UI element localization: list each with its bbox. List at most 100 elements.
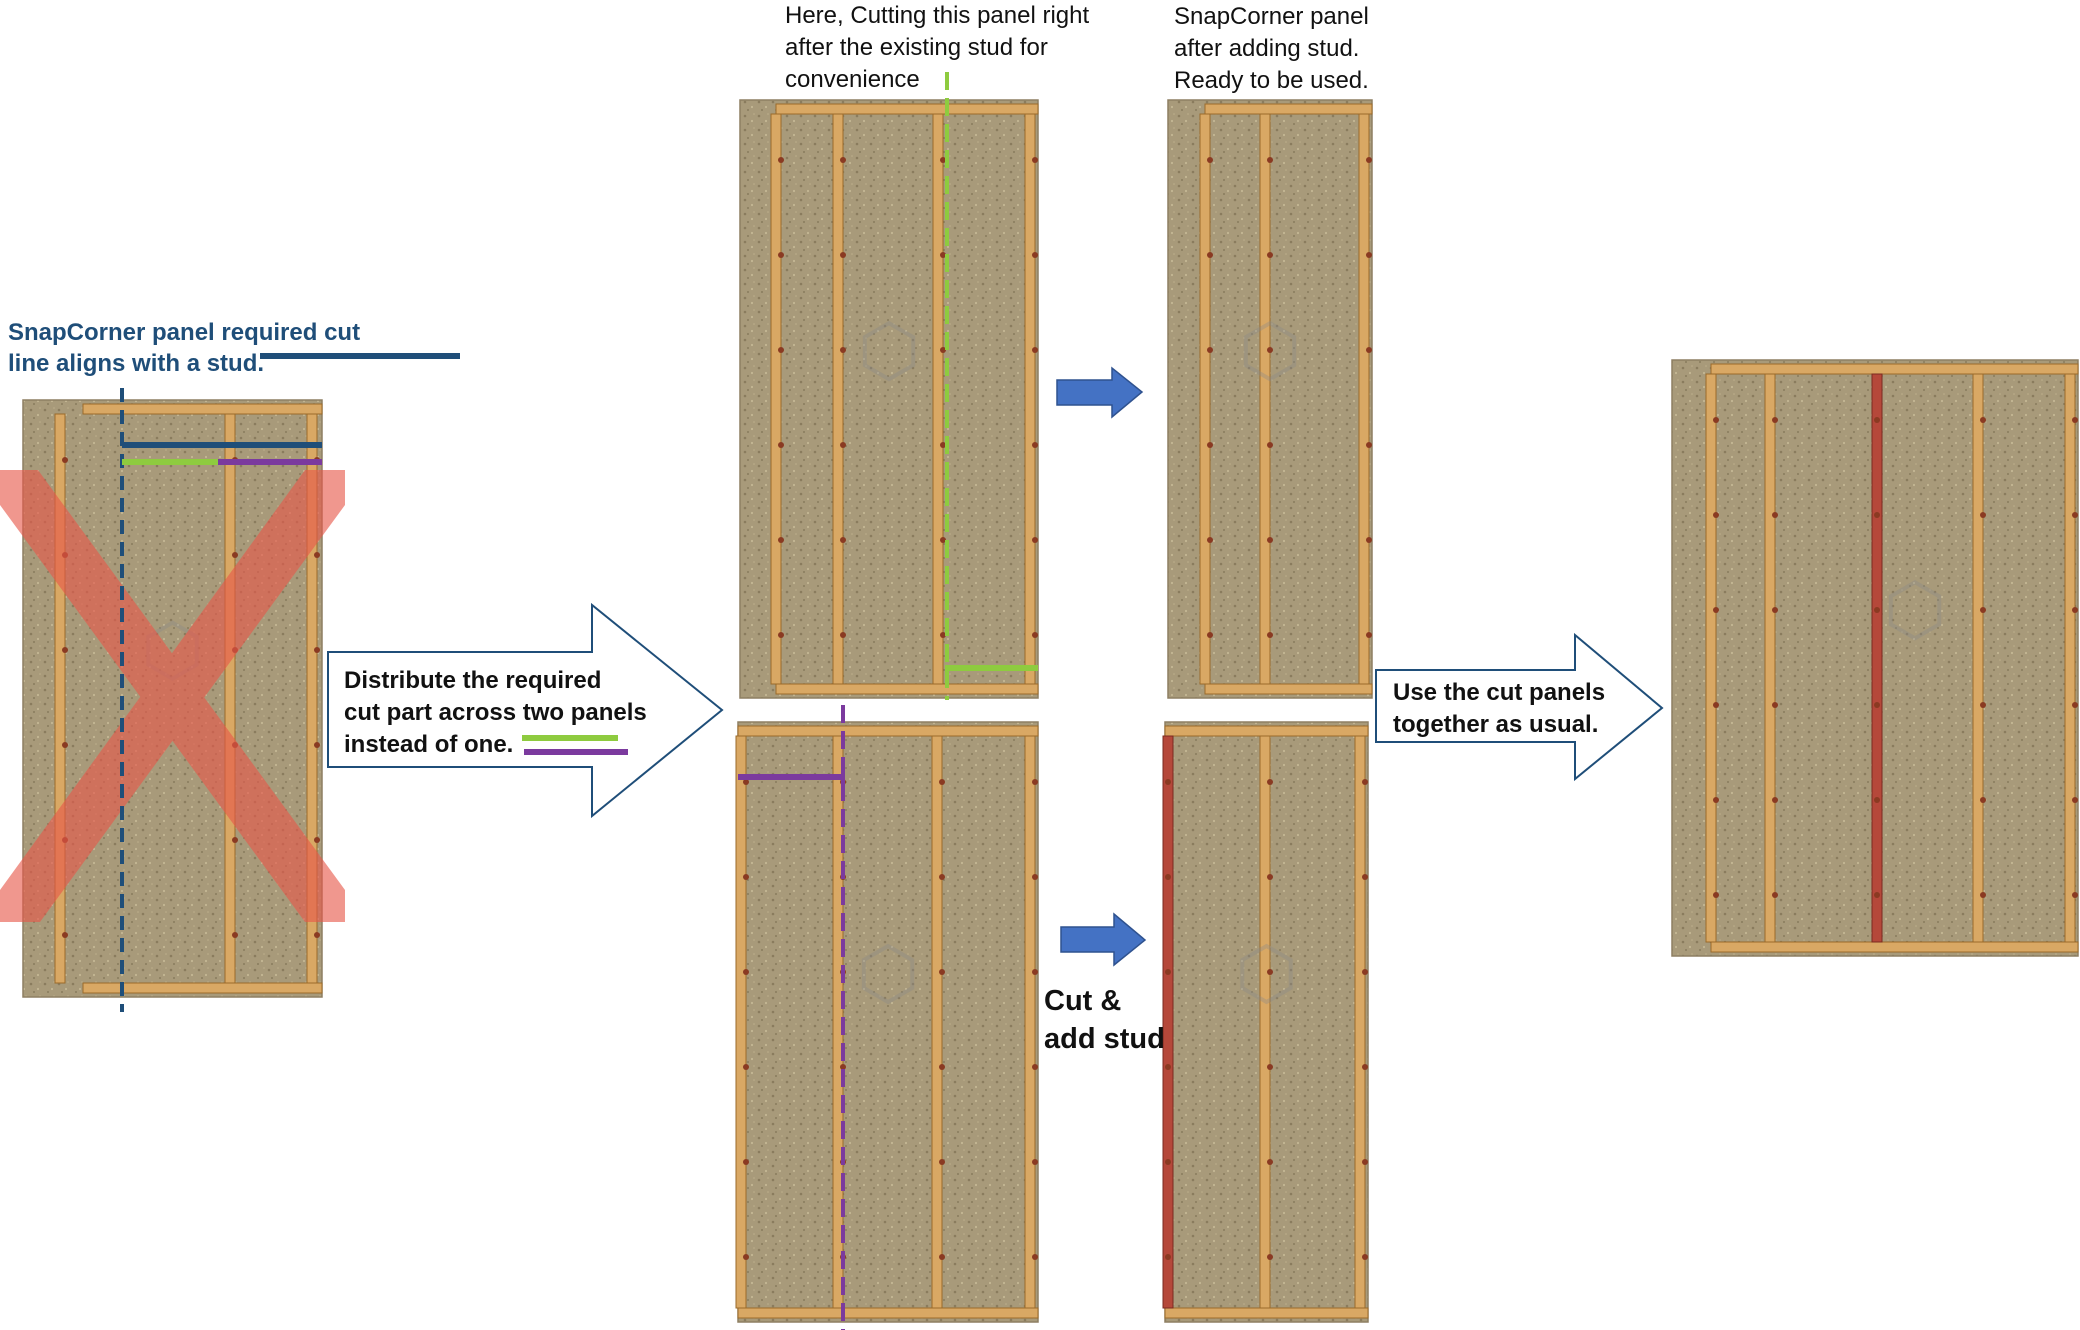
nail [1713,512,1719,518]
stud [932,113,944,685]
nail [1032,1064,1038,1070]
nail [1772,702,1778,708]
panel-top-ready [1167,99,1373,699]
nail [1032,347,1038,353]
use-together-arrow [1375,632,1664,782]
nail [1366,347,1372,353]
nail [1980,607,1986,613]
stud [1024,113,1036,685]
stud [1259,113,1271,685]
watermark-logo [862,320,916,382]
nail [1032,442,1038,448]
nail [314,552,320,558]
nail [840,1064,846,1070]
nail [939,779,945,785]
top-plate [737,725,1039,737]
required-cut-note: SnapCorner panel required cut line align… [8,319,367,377]
nail [778,347,784,353]
stud [832,113,844,685]
nail [1267,969,1273,975]
nail [1032,537,1038,543]
nail [1207,442,1213,448]
nail [940,252,946,258]
nail [743,1159,749,1165]
panel-3-cut-lines [738,705,845,1330]
nail [1366,537,1372,543]
bottom-plate [1204,683,1373,695]
stud [735,735,747,1309]
nail [1267,537,1273,543]
after-adding-stud-note: SnapCorner panel after adding stud. Read… [1174,3,1375,94]
cut-add-stud-note: Cut & add stud [1044,985,1165,1055]
stud [54,413,66,984]
nail [2072,892,2078,898]
watermark-logo [1888,579,1942,641]
distribute-note: Distribute the required cut part across … [344,667,653,758]
nail [1362,874,1368,880]
nail [743,779,749,785]
nail [840,252,846,258]
stud [224,413,236,984]
nail [2072,417,2078,423]
nail [1772,417,1778,423]
nail [778,157,784,163]
nail [1362,779,1368,785]
nail [1874,892,1880,898]
nail [1032,252,1038,258]
panels [22,99,2079,1323]
nail [778,632,784,638]
nail [1713,797,1719,803]
top-plate [82,403,323,415]
added-stud [1871,373,1883,943]
top-plate [1710,363,2079,375]
nail [1366,157,1372,163]
nail [314,742,320,748]
nail [743,874,749,880]
nail [1362,1254,1368,1260]
nail [1165,1254,1171,1260]
nail [778,442,784,448]
nail [62,647,68,653]
nail [314,647,320,653]
nail [778,252,784,258]
nail [1032,157,1038,163]
nail [1713,417,1719,423]
stud [931,735,943,1309]
stud [306,413,318,984]
panel-bottom-ready [1162,721,1369,1323]
nail [232,932,238,938]
nail [1032,1159,1038,1165]
nail [232,837,238,843]
nail [939,1064,945,1070]
nail [840,442,846,448]
nail [1207,252,1213,258]
stud [1024,735,1036,1309]
top-plate [1164,725,1369,737]
added-stud [1162,735,1174,1309]
nail [1165,969,1171,975]
nail [1267,779,1273,785]
ready-arrow-icon [1056,366,1144,419]
nail [1366,442,1372,448]
stud [1199,113,1211,685]
nail [1980,417,1986,423]
nail [1267,252,1273,258]
top-plate [1204,103,1373,115]
nail [62,457,68,463]
nail [1267,347,1273,353]
bottom-plate [1164,1307,1369,1319]
stud [770,113,782,685]
rejected-x-mark [0,470,345,922]
bottom-plate [1710,941,2079,953]
nail [1874,702,1880,708]
nail [62,742,68,748]
nail [1874,512,1880,518]
nail [1980,797,1986,803]
stud [1354,735,1366,1309]
nail [1980,702,1986,708]
nail [940,157,946,163]
nail [840,632,846,638]
nail [1207,537,1213,543]
stud [2064,373,2076,943]
watermark-logo [1240,943,1293,1005]
